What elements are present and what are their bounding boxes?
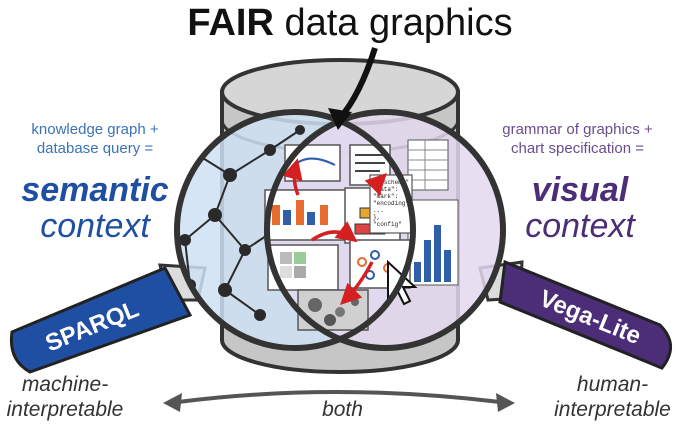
red-arrow-icon [282, 158, 303, 196]
interpretability-arrow-icon [163, 390, 515, 412]
code-line: "encoding" [373, 200, 409, 207]
magnifying-glass-icon [174, 109, 416, 351]
semantic-context-label: semantic context [0, 172, 190, 244]
visual-caption: grammar of graphics + chart specificatio… [470, 120, 685, 158]
machine-label-line2: interpretable [6, 398, 124, 421]
flow-arrows [282, 158, 387, 305]
pointer-arrowhead-icon [328, 108, 352, 130]
red-arrow-icon [311, 221, 358, 243]
semantic-caption-line1: knowledge graph + [31, 121, 159, 138]
visual-context-label: visual context [490, 172, 670, 244]
vega-lite-handle: Vega-Lite [478, 259, 672, 370]
red-arrow-icon [340, 261, 374, 305]
machine-label-line1: machine- [21, 373, 109, 396]
code-line: }, [373, 214, 380, 221]
code-line: "mark": [373, 193, 398, 200]
red-arrow-icon [364, 173, 387, 196]
table-thumbnail [407, 139, 449, 191]
code-line: "config" [373, 221, 402, 228]
human-interpretable-label: human- interpretable [540, 372, 685, 422]
semantic-caption: knowledge graph + database query = [0, 120, 190, 158]
context-word: context [40, 207, 150, 245]
visual-word: visual [531, 171, 629, 209]
code-line: {"$schema" [373, 179, 409, 186]
machine-interpretable-label: machine- interpretable [0, 372, 130, 422]
visual-caption-line1: grammar of graphics + [502, 121, 653, 138]
context-word: context [525, 207, 635, 245]
magnifying-glass-icon [264, 109, 506, 351]
title-bold: FAIR [187, 2, 274, 44]
title-rest: data graphics [273, 2, 513, 44]
human-label-line2: interpretable [554, 398, 671, 421]
both-label: both [322, 398, 363, 421]
sparql-handle: SPARQL [9, 263, 207, 374]
semantic-caption-line2: database query = [36, 140, 154, 157]
semantic-word: semantic [21, 171, 169, 209]
page-title: FAIR data graphics [150, 2, 550, 45]
visual-caption-line2: chart specification = [511, 140, 644, 157]
bar-chart-thumbnail [407, 199, 459, 286]
code-line: ... [373, 207, 384, 214]
human-label-line1: human- [576, 373, 649, 396]
